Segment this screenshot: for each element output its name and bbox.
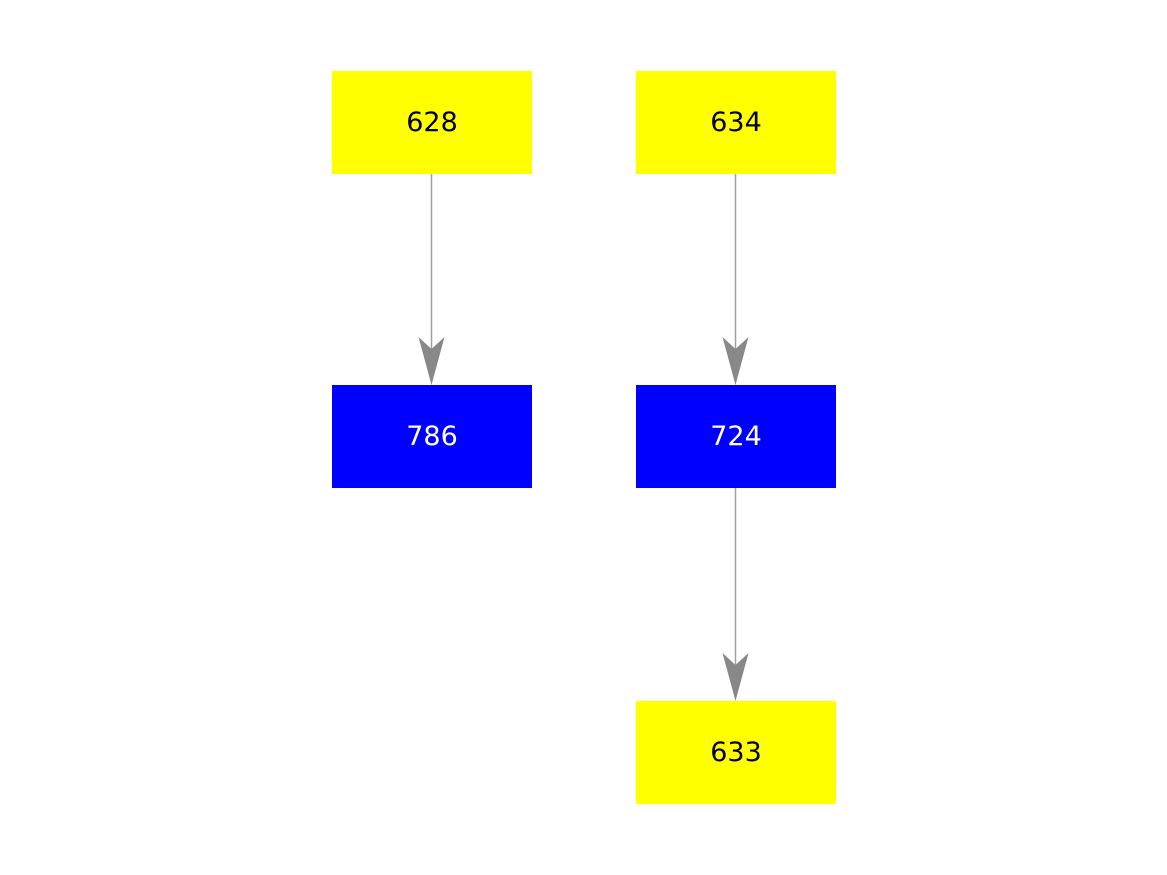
- node-786: 786: [332, 385, 532, 488]
- node-633: 633: [636, 701, 836, 804]
- edge-head: [722, 337, 749, 385]
- edge-head: [722, 653, 749, 701]
- node-label: 724: [710, 421, 762, 452]
- node-628: 628: [332, 71, 532, 174]
- edge-634-724: [722, 173, 749, 385]
- node-634: 634: [636, 71, 836, 174]
- node-label: 633: [710, 737, 762, 768]
- node-724: 724: [636, 385, 836, 488]
- edge-628-786: [418, 173, 445, 385]
- node-label: 634: [710, 107, 762, 138]
- edge-724-633: [722, 488, 749, 701]
- node-label: 628: [406, 107, 458, 138]
- edge-head: [418, 337, 445, 385]
- node-label: 786: [406, 421, 458, 452]
